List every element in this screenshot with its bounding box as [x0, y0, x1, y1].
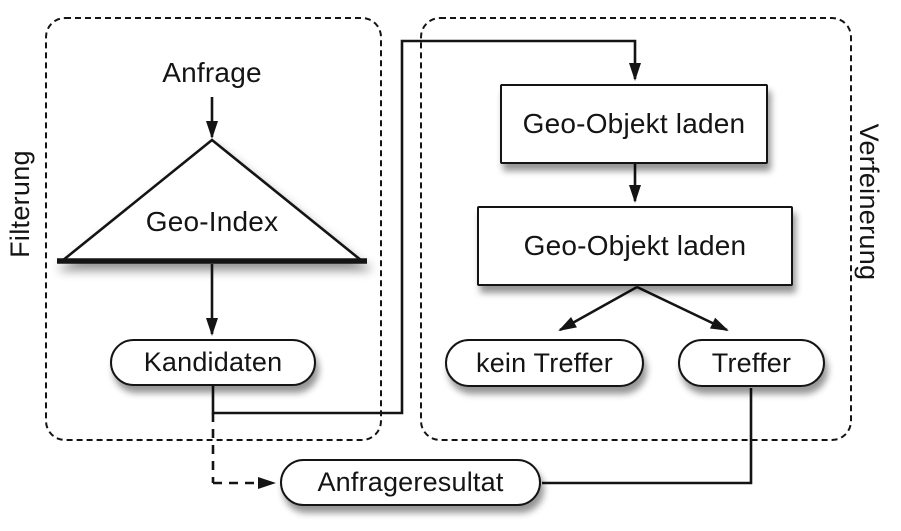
kein-treffer-node: kein Treffer: [445, 339, 644, 387]
treffer-label: Treffer: [711, 347, 792, 378]
filterung-region: [45, 17, 382, 441]
kandidaten-node: Kandidaten: [110, 339, 316, 386]
anfrageresultat-label: Anfrageresultat: [317, 467, 504, 497]
geo-index-triangle: [57, 138, 367, 264]
treffer-node: Treffer: [678, 339, 825, 387]
anfrage-label: Anfrage: [162, 57, 262, 88]
kandidaten-label: Kandidaten: [143, 347, 283, 377]
filterung-region-title: Filterung: [5, 150, 35, 258]
verfeinerung-region: [420, 17, 852, 441]
anfrageresultat-node: Anfrageresultat: [280, 459, 541, 506]
edge-treffer-to-anfrageresultat: [542, 388, 753, 485]
geo-objekt-laden-1-label: Geo-Objekt laden: [522, 108, 746, 139]
geo-index-label: Geo-Index: [145, 206, 279, 237]
geo-objekt-laden-1-node: Geo-Objekt laden: [500, 84, 768, 164]
geo-objekt-laden-2-node: Geo-Objekt laden: [477, 206, 793, 286]
edge-kandidaten-to-laden1: [211, 39, 641, 415]
kein-treffer-label: kein Treffer: [476, 347, 613, 378]
edge-laden2-to-keintreffer: [558, 285, 638, 332]
edge-laden2-to-treffer: [636, 285, 729, 332]
geo-objekt-laden-2-label: Geo-Objekt laden: [523, 230, 747, 261]
verfeinerung-region-title: Verfeinerung: [854, 123, 884, 281]
